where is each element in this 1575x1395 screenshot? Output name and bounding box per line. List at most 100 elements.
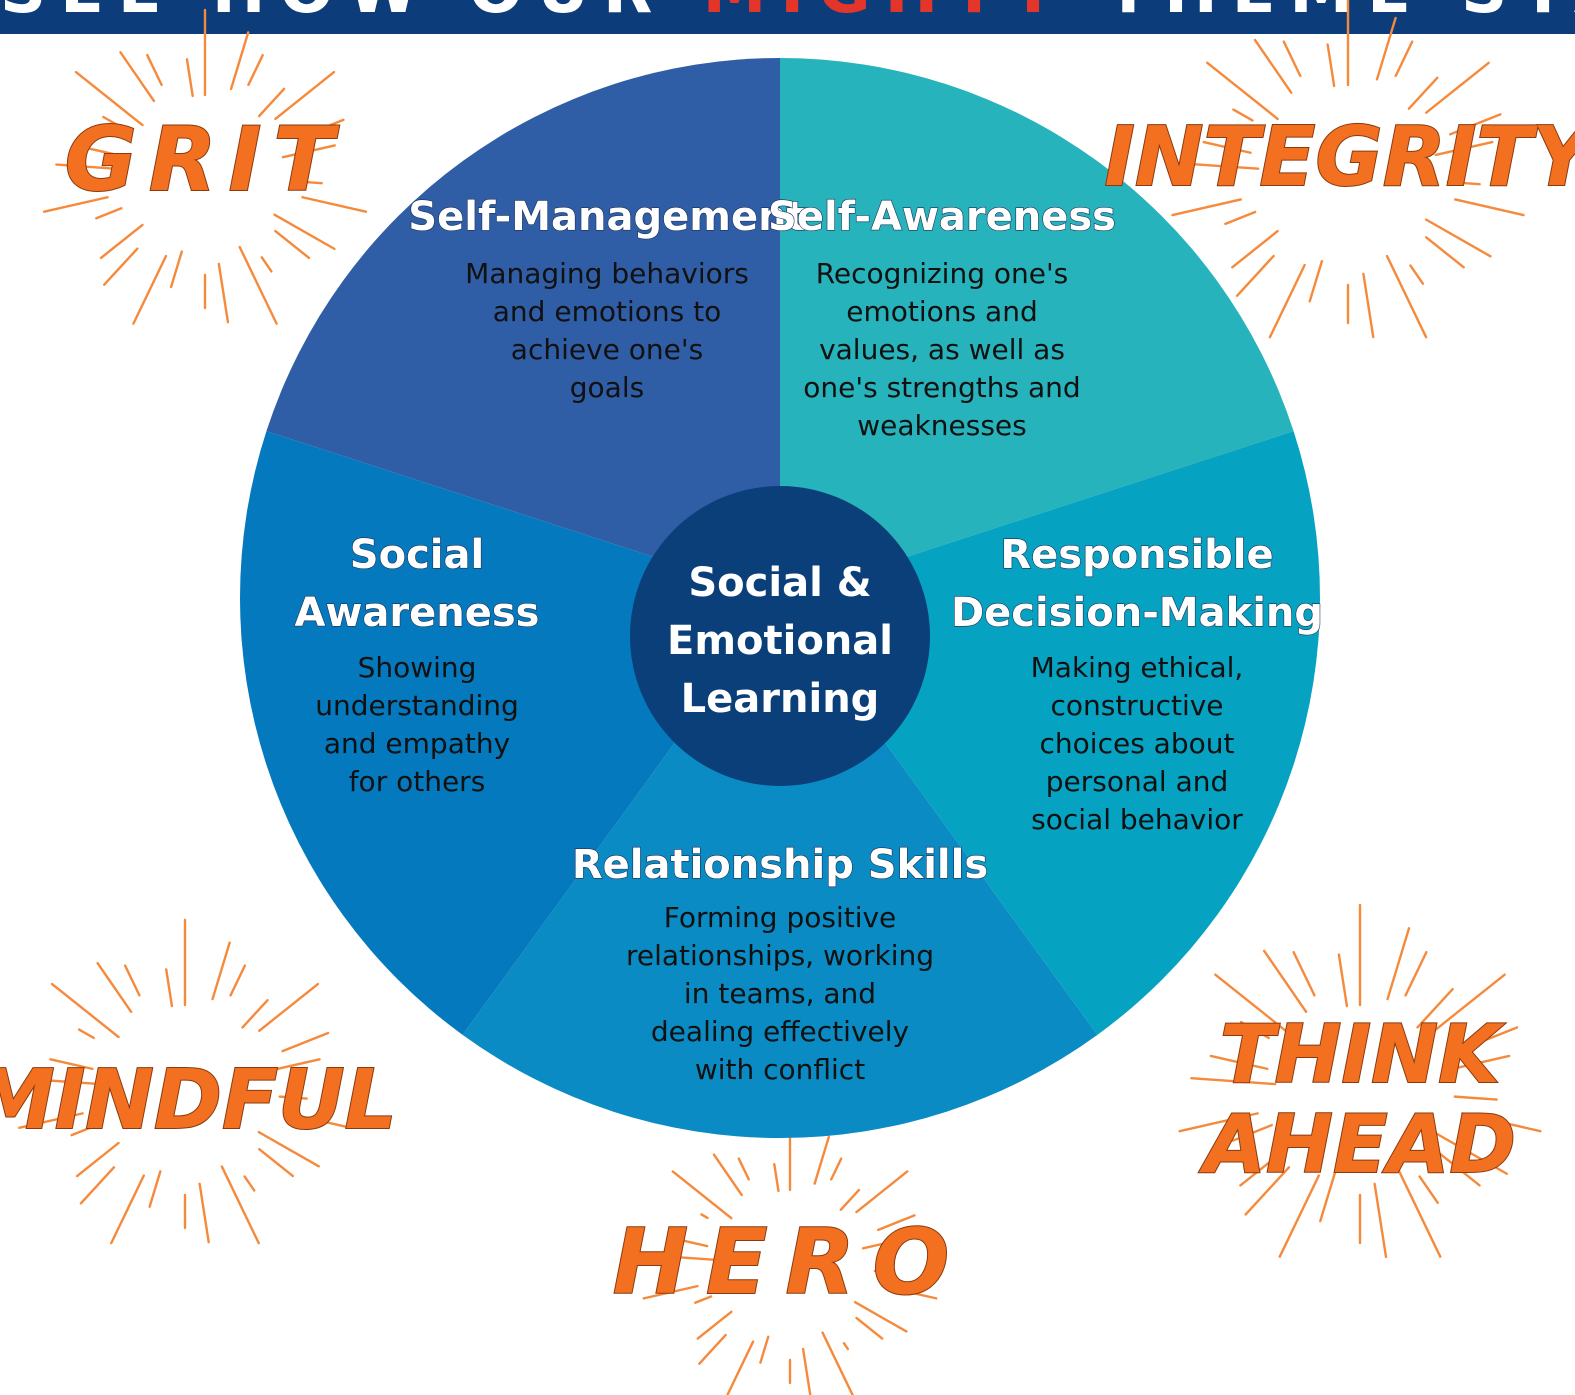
center-title-line: Social &: [688, 560, 871, 606]
burst-ray: [198, 1182, 210, 1244]
theme-word-integrity: INTEGRITY: [1104, 110, 1575, 205]
burst-ray: [1407, 76, 1439, 110]
burst-ray: [1424, 218, 1492, 258]
banner-title: SEE HOW OUR MIGHTY THEME STACKS UP!: [0, 0, 1575, 28]
burst-ray: [103, 247, 139, 286]
burst-ray: [1418, 1175, 1439, 1205]
burst-ray: [1404, 950, 1428, 997]
segment-description-social-awareness: understanding: [315, 689, 519, 722]
burst-ray: [243, 1175, 256, 1192]
segment-description-responsible-decision-making: personal and: [1046, 765, 1229, 798]
burst-ray: [229, 964, 247, 997]
burst-ray: [1456, 1026, 1519, 1053]
banner-title-highlight: MIGHTY: [703, 0, 1071, 28]
burst-ray: [1232, 108, 1254, 122]
segment-relationship-skills: [462, 598, 1098, 1138]
burst-ray: [211, 941, 231, 1001]
segment-title-self-awareness: Self-Awareness: [768, 194, 1116, 240]
burst-ray: [1190, 1077, 1277, 1086]
segment-description-relationship-skills: dealing effectively: [651, 1015, 909, 1048]
theme-word-think-ahead: AHEAD: [1198, 1098, 1516, 1191]
burst-ray: [1209, 1054, 1269, 1071]
burst-ray: [278, 1095, 308, 1100]
burst-ray: [855, 1316, 884, 1340]
burst-ray: [855, 1170, 909, 1214]
burst-ray: [123, 964, 141, 997]
burst-ray: [74, 144, 119, 157]
burst-ray: [1409, 264, 1425, 285]
burst-ray: [238, 245, 278, 325]
burst-ray: [1326, 43, 1336, 88]
burst-grit: [42, 8, 368, 325]
burst-ray: [839, 1188, 861, 1211]
segment-description-self-awareness: values, as well as: [819, 333, 1065, 366]
burst-integrity: [1171, 0, 1525, 339]
burst-ray: [1224, 210, 1257, 226]
burst-ray: [821, 1331, 854, 1395]
burst-ray: [1292, 950, 1316, 997]
burst-ray: [696, 1310, 733, 1340]
banner-title-before: SEE HOW OUR: [0, 0, 703, 28]
segment-description-self-awareness: emotions and: [846, 295, 1037, 328]
burst-ray: [229, 31, 250, 91]
burst-ray: [1448, 113, 1502, 136]
burst-ray: [1416, 987, 1454, 1029]
burst-ray: [1214, 973, 1295, 1039]
burst-ray: [1253, 38, 1293, 94]
burst-ray: [881, 1284, 938, 1300]
burst-ray: [70, 1123, 98, 1137]
burst-ray: [55, 163, 127, 171]
burst-ray: [132, 254, 168, 325]
burst-ray: [1282, 40, 1302, 78]
burst-ray: [1385, 254, 1428, 339]
burst-ray: [30, 1078, 102, 1086]
segment-description-responsible-decision-making: choices about: [1040, 727, 1235, 760]
burst-ray: [273, 213, 336, 251]
burst-ray: [1239, 1020, 1271, 1040]
segment-description-self-management: achieve one's: [511, 333, 703, 366]
burst-ray: [96, 961, 133, 1013]
burst-ray: [712, 1153, 743, 1197]
burst-ray: [257, 87, 286, 118]
burst-ray: [274, 70, 336, 121]
segment-description-self-management: and emotions to: [493, 295, 721, 328]
burst-ray: [1235, 254, 1275, 297]
segment-description-relationship-skills: relationships, working: [626, 939, 934, 972]
segment-title-self-management: Self-Management: [408, 194, 805, 240]
burst-ray: [1424, 61, 1490, 114]
burst-ray: [1432, 1130, 1508, 1175]
burst-ray: [148, 1170, 162, 1208]
burst-ray: [1231, 229, 1279, 269]
burst-ray: [247, 53, 264, 87]
burst-ray: [1386, 927, 1411, 1001]
burst-ray: [260, 256, 273, 273]
burst-ray: [217, 262, 230, 324]
burst-ray: [1454, 198, 1525, 217]
burst-ray: [79, 1166, 116, 1205]
segment-description-responsible-decision-making: social behavior: [1031, 803, 1243, 836]
burst-ray: [301, 196, 368, 213]
burst-ray: [258, 982, 320, 1032]
burst-ray: [1433, 973, 1506, 1032]
burst-ray: [1278, 1174, 1320, 1258]
burst-ray: [1178, 1112, 1259, 1133]
burst-ray: [266, 1058, 321, 1073]
burst-ray: [773, 1163, 780, 1193]
burst-ray: [726, 1340, 755, 1395]
burst-ray: [1202, 140, 1252, 154]
segment-description-self-management: Managing behaviors: [465, 257, 749, 290]
theme-word-bursts: [18, 0, 1542, 1395]
segment-title-responsible-decision-making: Responsible: [1000, 532, 1273, 578]
burst-ray: [642, 1284, 699, 1300]
burst-ray: [220, 1165, 260, 1245]
burst-ray: [119, 51, 156, 103]
burst-ray: [293, 180, 323, 185]
burst-ray: [185, 58, 194, 98]
burst-ray: [165, 968, 174, 1008]
burst-ray: [655, 1254, 717, 1261]
center-hub: [630, 486, 930, 786]
burst-ray: [1244, 1166, 1291, 1216]
